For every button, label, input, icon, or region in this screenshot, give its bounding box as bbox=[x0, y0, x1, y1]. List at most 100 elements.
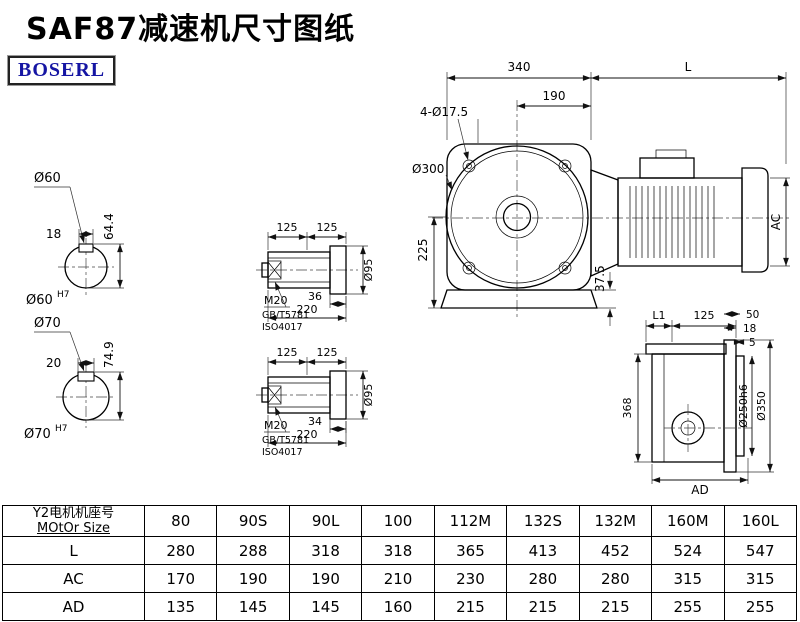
size-col-header: 112M bbox=[433, 505, 508, 537]
table-cell: 452 bbox=[578, 536, 653, 565]
dimension-table: Y2电机机座号 MOtOr Size 80 90S 90L 100 112M 1… bbox=[2, 505, 797, 621]
table-cell: 547 bbox=[723, 536, 797, 565]
dim-340-label: 340 bbox=[508, 60, 531, 74]
table-cell: 315 bbox=[723, 564, 797, 593]
shaft70-dim-125a: 125 bbox=[277, 346, 298, 359]
size-col-header: 160L bbox=[723, 505, 797, 537]
shaft60-dia95-label: Ø95 bbox=[362, 259, 375, 282]
table-cell: 255 bbox=[651, 592, 725, 621]
brand-logo: BOSERL bbox=[6, 55, 117, 86]
size-col-header: 80 bbox=[143, 505, 218, 537]
shaft60-dim-36: 36 bbox=[308, 290, 322, 303]
shaft60-thread-label: M20 bbox=[264, 294, 288, 307]
table-cell: 145 bbox=[216, 592, 290, 621]
table-cell: 215 bbox=[578, 592, 653, 621]
table-header-row: Y2电机机座号 MOtOr Size 80 90S 90L 100 112M 1… bbox=[2, 505, 797, 537]
table-cell: 315 bbox=[651, 564, 725, 593]
shaft-detail-70: 125 125 Ø95 34 220 M20 GB/T5781 ISO4017 bbox=[256, 346, 375, 458]
table-row-AC: AC 170 190 190 210 230 280 280 315 315 bbox=[2, 564, 797, 593]
side-dim-368: 368 bbox=[621, 398, 634, 419]
shaft-end-70: Ø70 20 74.9 Ø70 H7 bbox=[24, 316, 124, 442]
table-cell: 170 bbox=[143, 564, 218, 593]
table-cell: 210 bbox=[361, 564, 435, 593]
size-col-header: 160M bbox=[651, 505, 725, 537]
shaft60-std-iso: ISO4017 bbox=[262, 322, 303, 333]
shaft70-key-height-label: 74.9 bbox=[102, 341, 116, 368]
table-cell: 318 bbox=[361, 536, 435, 565]
shaft70-dim-34: 34 bbox=[308, 415, 322, 428]
table-cell: 280 bbox=[578, 564, 653, 593]
size-col-header: 90S bbox=[216, 505, 290, 537]
shaft60-key-height-label: 64.4 bbox=[102, 213, 116, 240]
side-dim-50: 50 bbox=[746, 309, 759, 321]
table-header-cn: Y2电机机座号 bbox=[32, 506, 115, 521]
size-col-header: 100 bbox=[361, 505, 435, 537]
table-cell: 135 bbox=[143, 592, 218, 621]
motor-fins bbox=[629, 186, 715, 258]
table-cell: 145 bbox=[288, 592, 363, 621]
page-title: SAF87减速机尺寸图纸 bbox=[26, 12, 356, 47]
table-cell: 160 bbox=[361, 592, 435, 621]
shaft70-bore-label: Ø70 bbox=[24, 427, 51, 442]
shaft60-std-gb: GB/T5781 bbox=[262, 310, 309, 321]
shaft60-dim-220: 220 bbox=[297, 303, 318, 316]
table-header-en: MOtOr Size bbox=[37, 521, 110, 536]
side-dim-AD: AD bbox=[691, 483, 708, 497]
front-view: 340 L 190 4-Ø17.5 Ø300 225 37.5 AC bbox=[412, 60, 792, 326]
dim-225-label: 225 bbox=[416, 239, 430, 262]
row-label: L bbox=[2, 536, 145, 565]
side-spigot-dia: Ø250h6 bbox=[737, 384, 750, 428]
shaft60-dim-125a: 125 bbox=[277, 221, 298, 234]
row-label: AD bbox=[2, 592, 145, 621]
table-cell: 524 bbox=[651, 536, 725, 565]
table-cell: 190 bbox=[216, 564, 290, 593]
dim-L-label: L bbox=[685, 60, 692, 74]
table-cell: 288 bbox=[216, 536, 290, 565]
shaft70-dia95-label: Ø95 bbox=[362, 384, 375, 407]
table-cell: 365 bbox=[433, 536, 508, 565]
flange-dia-label: Ø300 bbox=[412, 162, 444, 176]
side-view: L1 125 50 18 5 368 Ø250h6 Ø350 AD bbox=[621, 309, 774, 497]
table-row-AD: AD 135 145 145 160 215 215 215 255 255 bbox=[2, 592, 797, 621]
shaft70-thread-label: M20 bbox=[264, 419, 288, 432]
holes-callout-label: 4-Ø17.5 bbox=[420, 105, 468, 119]
size-col-header: 132M bbox=[578, 505, 653, 537]
shaft70-dim-125b: 125 bbox=[317, 346, 338, 359]
table-cell: 230 bbox=[433, 564, 508, 593]
shaft-end-60: Ø60 18 64.4 Ø60 H7 bbox=[26, 171, 124, 308]
shaft70-std-iso: ISO4017 bbox=[262, 447, 303, 458]
side-dim-18: 18 bbox=[743, 323, 756, 335]
dim-37-5-label: 37.5 bbox=[593, 265, 607, 292]
side-dim-125: 125 bbox=[694, 309, 715, 322]
technical-drawing-canvas: 340 L 190 4-Ø17.5 Ø300 225 37.5 AC bbox=[24, 60, 792, 497]
shaft60-dim-125b: 125 bbox=[317, 221, 338, 234]
shaft60-bore-label: Ø60 bbox=[26, 293, 53, 308]
side-dim-L1: L1 bbox=[652, 309, 665, 322]
shaft70-bore-tol-label: H7 bbox=[55, 424, 68, 434]
table-cell: 215 bbox=[506, 592, 580, 621]
shaft60-dia-label: Ø60 bbox=[34, 171, 61, 186]
shaft60-bore-tol-label: H7 bbox=[57, 290, 70, 300]
table-cell: 280 bbox=[143, 536, 218, 565]
table-cell: 318 bbox=[288, 536, 363, 565]
side-dim-5: 5 bbox=[749, 337, 756, 349]
table-cell: 190 bbox=[288, 564, 363, 593]
table-cell: 255 bbox=[723, 592, 797, 621]
shaft70-dim-220: 220 bbox=[297, 428, 318, 441]
side-flange-dia: Ø350 bbox=[755, 391, 768, 421]
table-cell: 215 bbox=[433, 592, 508, 621]
shaft-detail-60: 125 125 Ø95 36 220 M20 GB/T5781 ISO4017 bbox=[256, 221, 375, 333]
row-label: AC bbox=[2, 564, 145, 593]
shaft70-std-gb: GB/T5781 bbox=[262, 435, 309, 446]
dim-AC-label: AC bbox=[769, 214, 783, 230]
size-col-header: 132S bbox=[506, 505, 580, 537]
shaft70-dia-label: Ø70 bbox=[34, 316, 61, 331]
table-row-L: L 280 288 318 318 365 413 452 524 547 bbox=[2, 536, 797, 565]
shaft70-key-width-label: 20 bbox=[46, 356, 61, 370]
table-header-motor-size: Y2电机机座号 MOtOr Size bbox=[2, 505, 145, 537]
size-col-header: 90L bbox=[288, 505, 363, 537]
table-cell: 280 bbox=[506, 564, 580, 593]
table-cell: 413 bbox=[506, 536, 580, 565]
shaft60-key-width-label: 18 bbox=[46, 227, 61, 241]
dim-190-label: 190 bbox=[543, 89, 566, 103]
